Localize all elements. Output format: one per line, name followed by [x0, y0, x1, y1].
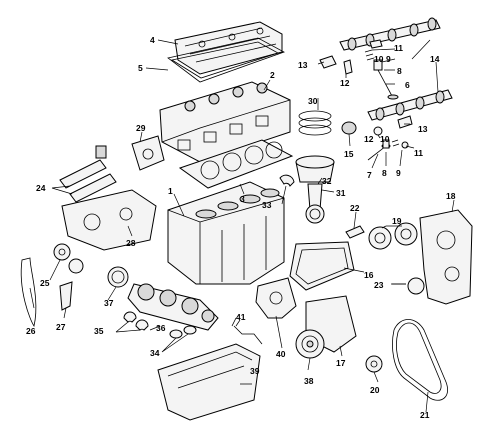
callout-33: 33: [262, 200, 272, 210]
front-cover-seal: [289, 241, 355, 291]
callout-25: 25: [40, 278, 50, 288]
cam-sensors: [59, 145, 117, 203]
callout-14: 14: [430, 54, 440, 64]
callout-12-upper: 12: [340, 78, 350, 88]
tensioner: [392, 277, 425, 295]
callout-18: 18: [446, 191, 456, 201]
exhaust-camshaft: [367, 89, 453, 121]
callout-32: 32: [322, 176, 332, 186]
callout-29: 29: [136, 123, 146, 133]
callout-28: 28: [126, 238, 136, 248]
callout-5: 5: [138, 63, 143, 73]
callout-13-upper: 13: [298, 60, 308, 70]
callout-9-lower: 9: [396, 168, 401, 178]
thrust-bearings: [169, 325, 197, 339]
callout-8-lower: 8: [382, 168, 387, 178]
piston: [295, 155, 335, 183]
callout-10-upper: 10: [374, 54, 384, 64]
callout-21: 21: [420, 410, 430, 420]
timing-belt-left: [20, 257, 37, 327]
crank-damper: [295, 329, 325, 359]
crank-sprocket: [53, 243, 71, 261]
intake-camshaft: [339, 17, 441, 51]
timing-bracket: [59, 281, 73, 311]
rear-main-seal: [107, 266, 129, 288]
head-gasket: [178, 139, 294, 189]
connecting-rod: [305, 183, 325, 224]
callout-6: 6: [405, 80, 410, 90]
callout-40: 40: [276, 349, 286, 359]
callout-31: 31: [336, 188, 346, 198]
callout-4: 4: [150, 35, 155, 45]
oil-pan: [157, 343, 261, 421]
callout-37: 37: [104, 298, 114, 308]
leader-lines: [29, 39, 455, 413]
callout-17: 17: [336, 358, 346, 368]
callout-38: 38: [304, 376, 314, 386]
upper-timing-cover: [419, 209, 473, 305]
callout-1: 1: [168, 186, 173, 196]
callout-19: 19: [392, 216, 402, 226]
callout-9-upper: 9: [386, 54, 391, 64]
water-pipe: [231, 317, 263, 345]
callout-35: 35: [94, 326, 104, 336]
callout-12-lower: 12: [364, 134, 374, 144]
callout-36: 36: [156, 323, 166, 333]
callout-27: 27: [56, 322, 66, 332]
callout-41: 41: [236, 312, 246, 322]
serpentine-belt: [392, 319, 448, 401]
callout-16: 16: [364, 270, 374, 280]
callout-11-lower: 11: [414, 148, 423, 158]
cam-sprockets: [368, 222, 418, 250]
piston-rings: [298, 110, 332, 136]
callout-34: 34: [150, 348, 160, 358]
callout-10-lower: 10: [380, 134, 390, 144]
callout-labels: 1 2 3 4 5 6 7 8 8 9 9 10 10 11 11 12 12 …: [26, 35, 456, 420]
main-bearings: [123, 311, 149, 331]
oil-pump: [61, 189, 157, 251]
crank-gear: [68, 258, 84, 274]
callout-23: 23: [374, 280, 384, 290]
cylinder-block: [167, 181, 285, 285]
callout-13-lower: 13: [418, 124, 428, 134]
thermostat-housing: [131, 135, 165, 171]
callout-3: 3: [240, 194, 245, 204]
callout-22: 22: [350, 203, 360, 213]
callout-20: 20: [370, 385, 380, 395]
crankshaft: [127, 283, 219, 331]
valve-cover-gasket: [167, 37, 285, 83]
water-pump: [255, 277, 297, 319]
callout-2: 2: [270, 70, 275, 80]
callout-30: 30: [308, 96, 318, 106]
callout-15: 15: [344, 149, 354, 159]
callout-11-upper: 11: [394, 43, 403, 53]
idler-pulley: [365, 355, 383, 373]
callout-26: 26: [26, 326, 36, 336]
sprocket-bolt: [345, 225, 365, 239]
rod-bearing: [279, 174, 295, 187]
valve-train-upper: [319, 39, 399, 100]
callout-7: 7: [367, 170, 372, 180]
callout-39: 39: [250, 366, 260, 376]
callout-8-upper: 8: [397, 66, 402, 76]
callout-24: 24: [36, 183, 46, 193]
